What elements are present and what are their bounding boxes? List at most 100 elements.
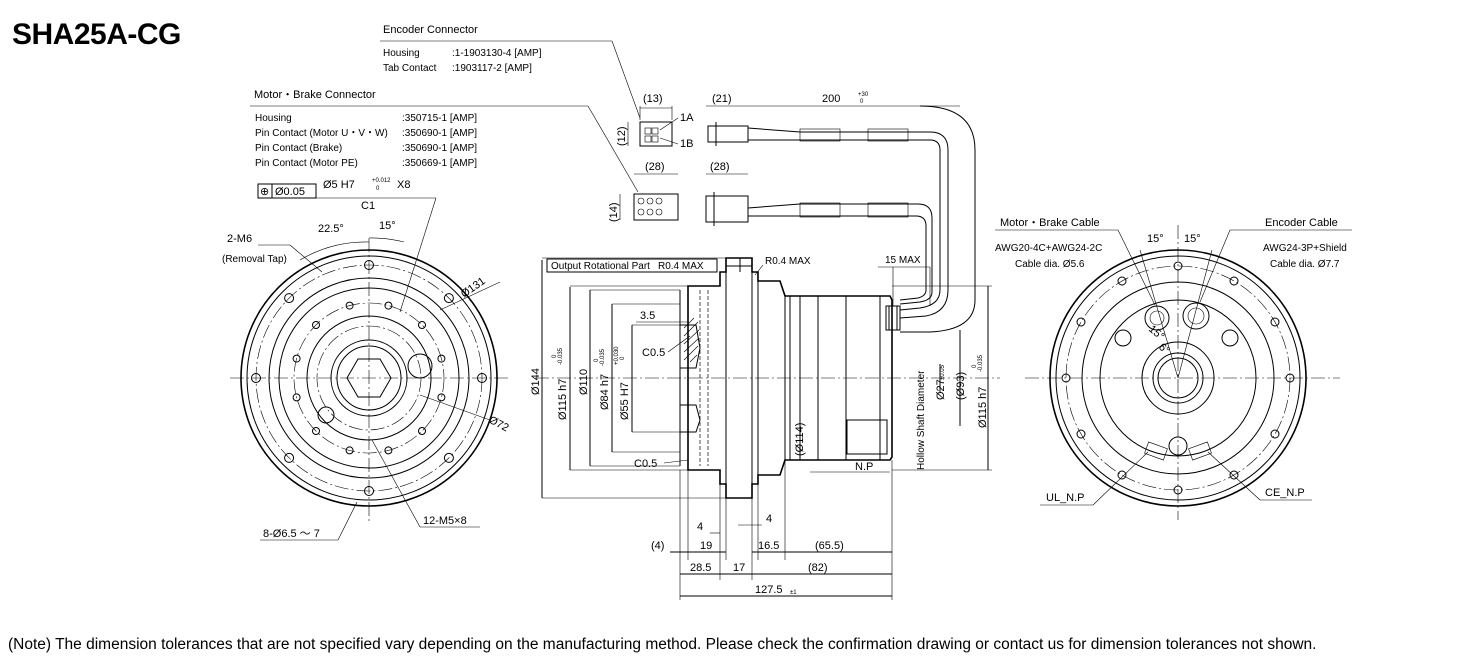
width-28-5: 28.5	[690, 562, 711, 574]
mb-row0-label: Housing	[255, 113, 292, 124]
enc-row0-label: Housing	[383, 48, 420, 59]
dia-115-right-tol: 0	[972, 364, 978, 368]
mounting-hole	[364, 486, 374, 496]
pin-1b: 1B	[680, 138, 693, 150]
dia-110: Ø110	[578, 369, 590, 395]
screws-label: 12-M5×8	[423, 515, 467, 527]
enc-row0-value: :1-1903130-4 [AMP]	[452, 48, 542, 59]
width-127-5: 127.5	[755, 584, 783, 596]
width-17: 17	[733, 562, 745, 574]
left-front-view	[230, 238, 508, 522]
mounting-hole	[251, 373, 261, 383]
rear-hole	[1173, 261, 1183, 271]
mb-row3-label: Pin Contact (Motor PE)	[255, 158, 358, 169]
pin-1a: 1A	[680, 112, 694, 124]
width-16-5: 16.5	[758, 540, 779, 552]
rear-hole	[1173, 485, 1183, 495]
rear-hole	[1229, 470, 1239, 480]
motor-brake-cable-spec: AWG20-4C+AWG24-2C	[995, 243, 1102, 254]
dia-84-tol2: -0.035	[600, 348, 606, 366]
inner-screw-pattern	[292, 301, 446, 455]
screw-hole	[292, 354, 301, 363]
screw-hole	[437, 393, 446, 402]
enc-row1-value: :1903117-2 [AMP]	[452, 63, 532, 74]
width-4-a: 4	[697, 521, 703, 533]
rear-hole	[1270, 317, 1280, 327]
dia-55-h7: Ø55 H7	[619, 382, 631, 420]
cable-length-tol2: 0	[860, 99, 864, 105]
mb-row1-value: :350690-1 [AMP]	[402, 128, 477, 139]
width-127-5-tol: ±1	[790, 590, 797, 596]
angle-15: 15°	[379, 220, 396, 232]
dia-27: Ø27	[935, 379, 947, 400]
dia-115-right: Ø115 h7	[977, 387, 989, 428]
cable-15-max: 15 MAX	[885, 255, 921, 266]
conn-dim-14: (14)	[608, 202, 620, 222]
conn-dim-13: (13)	[643, 93, 663, 105]
conn-dim-28-b: (28)	[710, 161, 730, 173]
mb-row1-label: Pin Contact (Motor U・V・W)	[255, 128, 388, 139]
pcd-131: Ø131	[459, 275, 488, 300]
screw-hole	[312, 321, 320, 329]
dia-27-tol: ±0.05	[940, 364, 946, 380]
mounting-hole	[443, 452, 454, 463]
r04-max-b: R0.4 MAX	[765, 256, 811, 267]
conn-dim-12: (12)	[616, 126, 628, 146]
rear-hole	[1076, 317, 1086, 327]
output-rotational-part: Output Rotational Part	[551, 261, 650, 272]
mounting-hole	[443, 293, 454, 304]
dia-84-tol: 0	[594, 358, 600, 362]
chamfer-c05-b: C0.5	[634, 458, 657, 470]
section-dimensions: Output Rotational Part R0.4 MAX R0.4 MAX…	[530, 255, 992, 600]
rear-hole	[1076, 429, 1086, 439]
dia-115-tol2: -0.035	[558, 347, 564, 365]
position-tolerance-symbol: ⊕	[260, 186, 269, 198]
width-65-5: (65.5)	[815, 540, 844, 552]
tolerance-note: (Note) The dimension tolerances that are…	[8, 636, 1317, 653]
rear-hole	[1117, 470, 1127, 480]
conn-dim-21: (21)	[712, 93, 732, 105]
tap-label: 2-M6	[227, 233, 252, 245]
dia-115-h7: Ø115 h7	[557, 379, 569, 420]
mounting-hole	[364, 260, 374, 270]
rear-angle-15-b: 15°	[1184, 233, 1201, 245]
dia-93: (Ø93)	[955, 372, 967, 400]
chamfer-c05-a: C0.5	[642, 347, 665, 359]
holes-label: 8-Ø6.5 ～ 7	[263, 528, 320, 540]
motor-brake-cable-heading: Motor・Brake Cable	[1000, 217, 1100, 229]
mb-row2-label: Pin Contact (Brake)	[255, 143, 342, 154]
cable-length-tol: +30	[858, 92, 869, 98]
width-4-c: (4)	[651, 540, 664, 552]
width-19: 19	[700, 540, 712, 552]
pin-count: X8	[397, 179, 410, 191]
dia-55-tol: +0.030	[614, 346, 620, 365]
screw-hole	[312, 427, 320, 435]
ce-nameplate: CE_N.P	[1265, 487, 1305, 499]
mounting-hole	[477, 373, 487, 383]
pin-hole-tol2: 0	[376, 186, 380, 192]
encoder-connector-heading: Encoder Connector	[383, 24, 478, 36]
cable-length-200: 200	[822, 93, 840, 105]
mounting-hole	[284, 293, 295, 304]
dia-115-right-tol2: -0.035	[978, 354, 984, 372]
outer-hole-pattern	[251, 260, 487, 496]
rear-hole	[1229, 276, 1239, 286]
dia-55-tol2: 0	[620, 356, 626, 360]
width-82: (82)	[808, 562, 828, 574]
encoder-cable-dia: Cable dia. Ø7.7	[1270, 259, 1340, 270]
ul-nameplate: UL_N.P	[1046, 492, 1085, 504]
screw-hole	[345, 446, 354, 455]
rear-hole	[1117, 276, 1127, 286]
screw-hole	[418, 321, 426, 329]
connectors-and-cables: Encoder Connector Housing :1-1903130-4 […	[250, 24, 976, 333]
right-view-annotations: Motor・Brake Cable AWG20-4C+AWG24-2C Cabl…	[995, 217, 1352, 506]
screw-hole	[384, 301, 393, 310]
tap-note: (Removal Tap)	[222, 254, 287, 265]
encoder-cable-spec: AWG24-3P+Shield	[1263, 243, 1347, 254]
enc-row1-label: Tab Contact	[383, 63, 437, 74]
rear-hole	[1270, 429, 1280, 439]
pin-hole-dim: Ø5 H7	[323, 179, 355, 191]
screw-hole	[345, 301, 354, 310]
right-rear-view	[1025, 225, 1340, 520]
